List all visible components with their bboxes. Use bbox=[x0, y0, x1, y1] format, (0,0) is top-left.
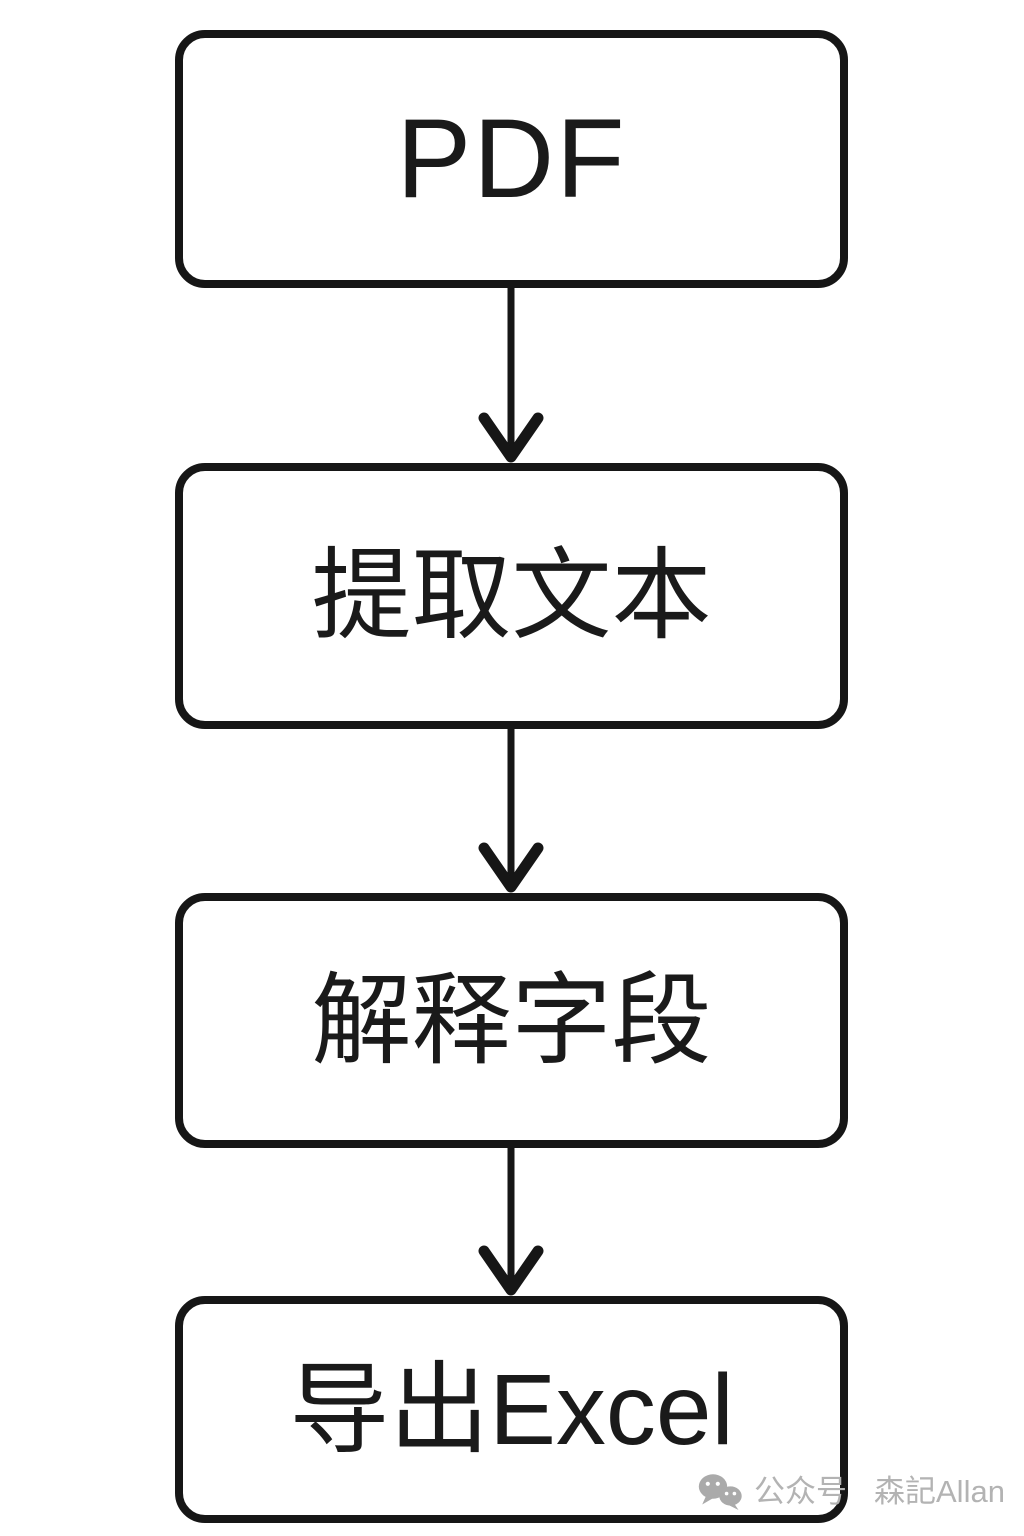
arrow-down-icon bbox=[478, 722, 544, 893]
flow-node-interpret-fields: 解释字段 bbox=[175, 893, 848, 1148]
watermark: 公众号 森記Allan bbox=[697, 1473, 1005, 1510]
wechat-icon bbox=[698, 1474, 742, 1510]
flow-node-pdf-label: PDF bbox=[396, 96, 627, 221]
flow-node-export-excel: 导出Excel bbox=[175, 1296, 848, 1523]
flow-node-interpret-fields-label: 解释字段 bbox=[311, 964, 712, 1077]
watermark-account-name: 森記Allan bbox=[874, 1474, 1005, 1509]
flow-node-pdf: PDF bbox=[175, 30, 848, 288]
flow-node-extract-text-label: 提取文本 bbox=[311, 540, 712, 652]
arrow-down-icon bbox=[478, 286, 544, 463]
flow-node-extract-text: 提取文本 bbox=[175, 463, 848, 729]
watermark-platform-label: 公众号 bbox=[754, 1474, 847, 1509]
arrow-down-icon bbox=[478, 1141, 544, 1296]
flow-node-export-excel-label: 导出Excel bbox=[289, 1353, 734, 1466]
